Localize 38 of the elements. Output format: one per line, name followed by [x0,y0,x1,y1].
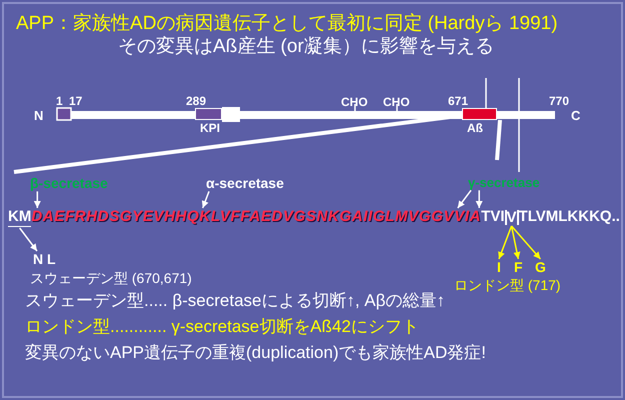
title: APP：家族性ADの病因遺伝子として最初に同定 (Hardyら 1991) [16,14,558,35]
domain-label: Aß [467,122,483,136]
leader-arrow [19,228,38,252]
note-text: 変異のないAPP遺伝子の重複(duplication)でも家族性AD発症! [25,344,486,363]
leader-arrow [510,226,520,260]
substituted-residue: F [514,260,523,276]
position-number: 671 [448,95,468,108]
position-number: 1 [56,95,63,108]
terminus-label: C [571,109,580,124]
glycosylation-label: CHO [383,96,410,110]
note-text: ロンドン型............ γ-secretase切断をAß42にシフト [25,318,419,337]
subtitle: その変異はAß産生 (or凝集）に影響を与える [118,37,494,58]
cleavage-arrow [34,191,41,208]
terminus-label: N [34,109,44,124]
note-text: スウェーデン型..... β-secretaseによる切断↑, Aβの総量↑ [25,292,446,311]
leader-arrow [498,226,512,260]
glycosylation-label: CHO [341,96,368,110]
position-number: 770 [549,95,570,108]
substituted-residues: N L [33,252,56,268]
enzyme-label: α-secretase [206,176,284,192]
cleavage-arrow [457,190,472,208]
sequence-text: TLVMLKKKQ.. [518,208,620,227]
substituted-residue: I [497,260,501,276]
sequence-text: TVI [481,208,505,227]
leader-arrow [510,226,541,260]
mutation-caption: スウェーデン型 (670,671) [30,271,192,286]
cleavage-arrow [476,190,483,208]
substituted-residue: G [535,260,546,276]
cleavage-arrow [202,191,210,208]
position-number: 17 [69,95,82,108]
enzyme-label: γ-secretase [468,176,540,190]
domain-label: KPI [200,122,220,136]
sequence-text: DAEFRHDSGYEVHHQKLVFFAEDVGSNKGAIIGLMVGGVVIA [31,208,482,227]
residue-text: V [504,210,519,225]
mutation-caption: ロンドン型 (717) [454,278,561,294]
enzyme-label: β-secretase [30,176,108,192]
position-number: 289 [186,95,206,108]
residue-text: KM [8,208,32,227]
